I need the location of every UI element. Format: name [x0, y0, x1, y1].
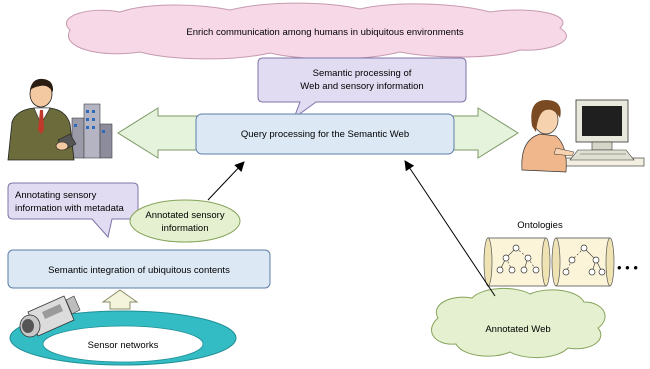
sensor-networks-label: Sensor networks: [88, 340, 159, 351]
semantic-integration-label: Semantic integration of ubiquitous conte…: [48, 265, 230, 276]
annotated-web-to-query-arrow: [404, 160, 496, 297]
semantic-integration-box: Semantic integration of ubiquitous conte…: [7, 249, 271, 289]
ontology-scroll-2: [551, 237, 615, 287]
user-at-computer-illustration: [521, 99, 645, 173]
semantic-processing-line2: Web and sensory information: [300, 81, 423, 92]
annotated-sensory-line2: information: [162, 223, 209, 234]
more-ontologies-ellipsis: • • •: [617, 260, 638, 275]
annotated-sensory-line1: Annotated sensory: [145, 210, 224, 221]
query-processing-box: Query processing for the Semantic Web: [195, 113, 455, 155]
query-processing-label: Query processing for the Semantic Web: [241, 129, 409, 140]
semantic-processing-line1: Semantic processing of: [313, 68, 412, 79]
annotated-sensory-to-query-arrow: [207, 161, 245, 201]
video-camera-icon: [19, 295, 81, 338]
annotating-callout: Annotating sensory information with meta…: [7, 182, 139, 239]
annotated-sensory-ellipse: Annotated sensory information: [129, 199, 241, 243]
semantic-processing-callout: Semantic processing of Web and sensory i…: [257, 57, 467, 120]
top-cloud: Enrich communication among humans in ubi…: [66, 2, 567, 60]
annotated-web-label: Annotated Web: [485, 324, 550, 335]
ontology-scroll-1: [483, 237, 551, 287]
sensor-networks-ellipse: Sensor networks: [9, 310, 237, 366]
businessman-illustration: [7, 78, 113, 161]
sensor-up-arrow: [101, 289, 139, 310]
annotating-line1: Annotating sensory: [15, 190, 97, 201]
top-cloud-label: Enrich communication among humans in ubi…: [186, 27, 463, 38]
ontologies-label: Ontologies: [517, 220, 563, 231]
annotated-web-cloud: Annotated Web: [431, 287, 606, 359]
annotating-line2: information with metadata: [15, 203, 124, 214]
